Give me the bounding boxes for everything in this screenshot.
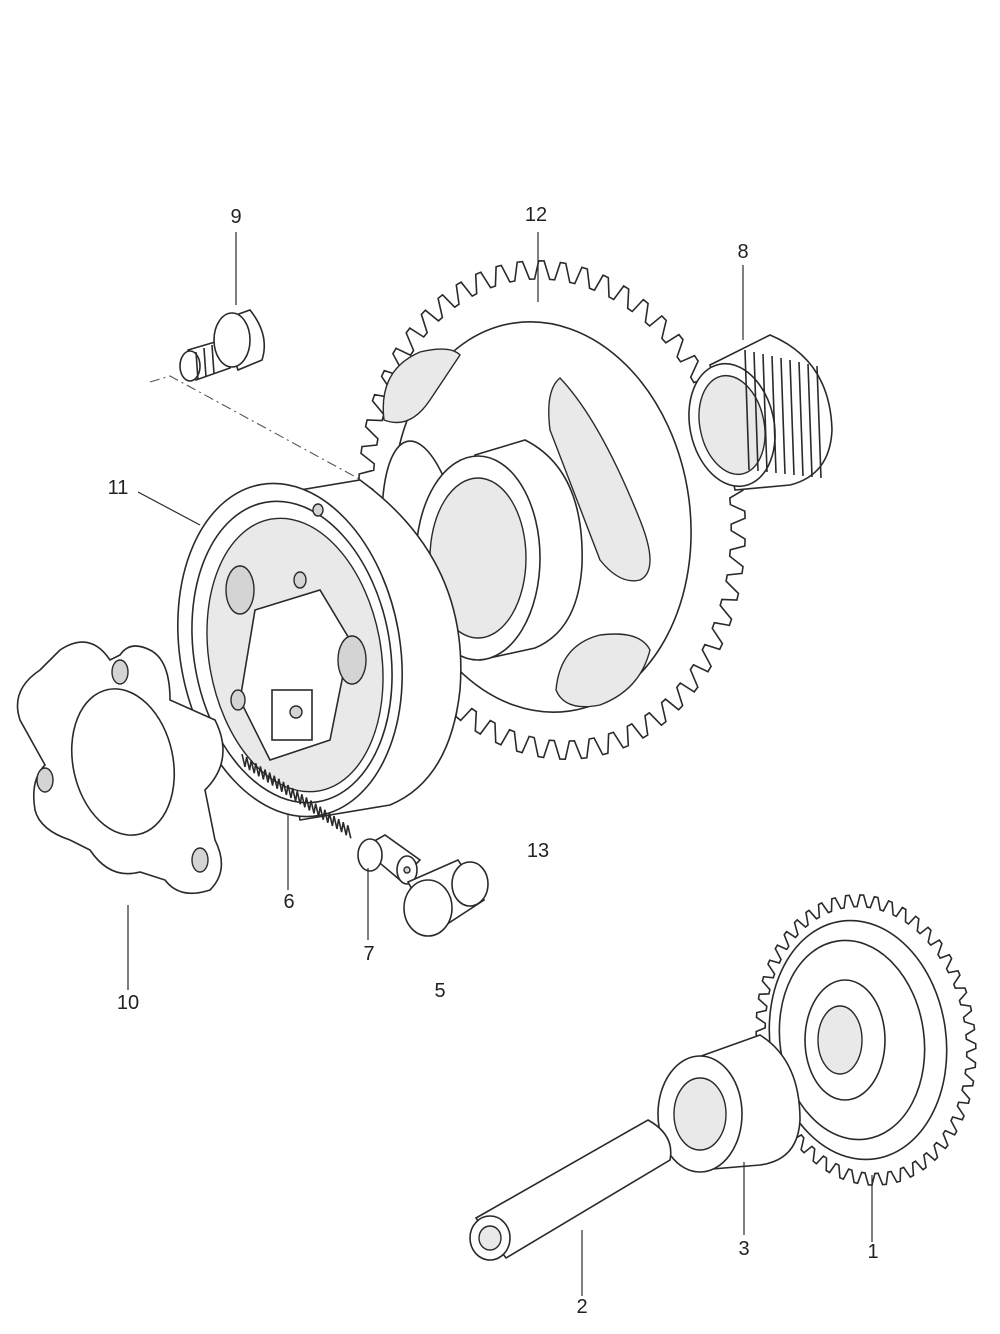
part-label-12: 12 — [525, 204, 547, 226]
part-label-5: 5 — [434, 980, 445, 1002]
part-label-3: 3 — [738, 1238, 749, 1260]
bolt — [179, 309, 266, 382]
part-labels: 9 12 8 11 13 6 7 5 10 3 1 2 — [108, 204, 879, 1318]
idle-gear — [755, 894, 977, 1186]
part-label-9: 9 — [230, 206, 241, 228]
part-label-13: 13 — [527, 840, 549, 862]
leader-lines — [127, 232, 873, 1296]
part-label-2: 2 — [576, 1296, 587, 1318]
part-label-1: 1 — [867, 1241, 878, 1263]
needle-bearing — [688, 334, 833, 491]
part-label-6: 6 — [283, 891, 294, 913]
bushing — [657, 1034, 801, 1173]
clutch-housing — [177, 479, 462, 821]
assembly-axis-line — [149, 375, 421, 513]
plunger-pin — [357, 834, 422, 885]
roller — [403, 858, 489, 937]
part-label-10: 10 — [117, 992, 139, 1014]
part-label-7: 7 — [363, 943, 374, 965]
part-label-11: 11 — [108, 477, 129, 499]
shaft — [469, 1119, 672, 1261]
spring — [241, 753, 352, 839]
retainer-plate — [16, 641, 224, 895]
part-label-8: 8 — [737, 241, 748, 263]
